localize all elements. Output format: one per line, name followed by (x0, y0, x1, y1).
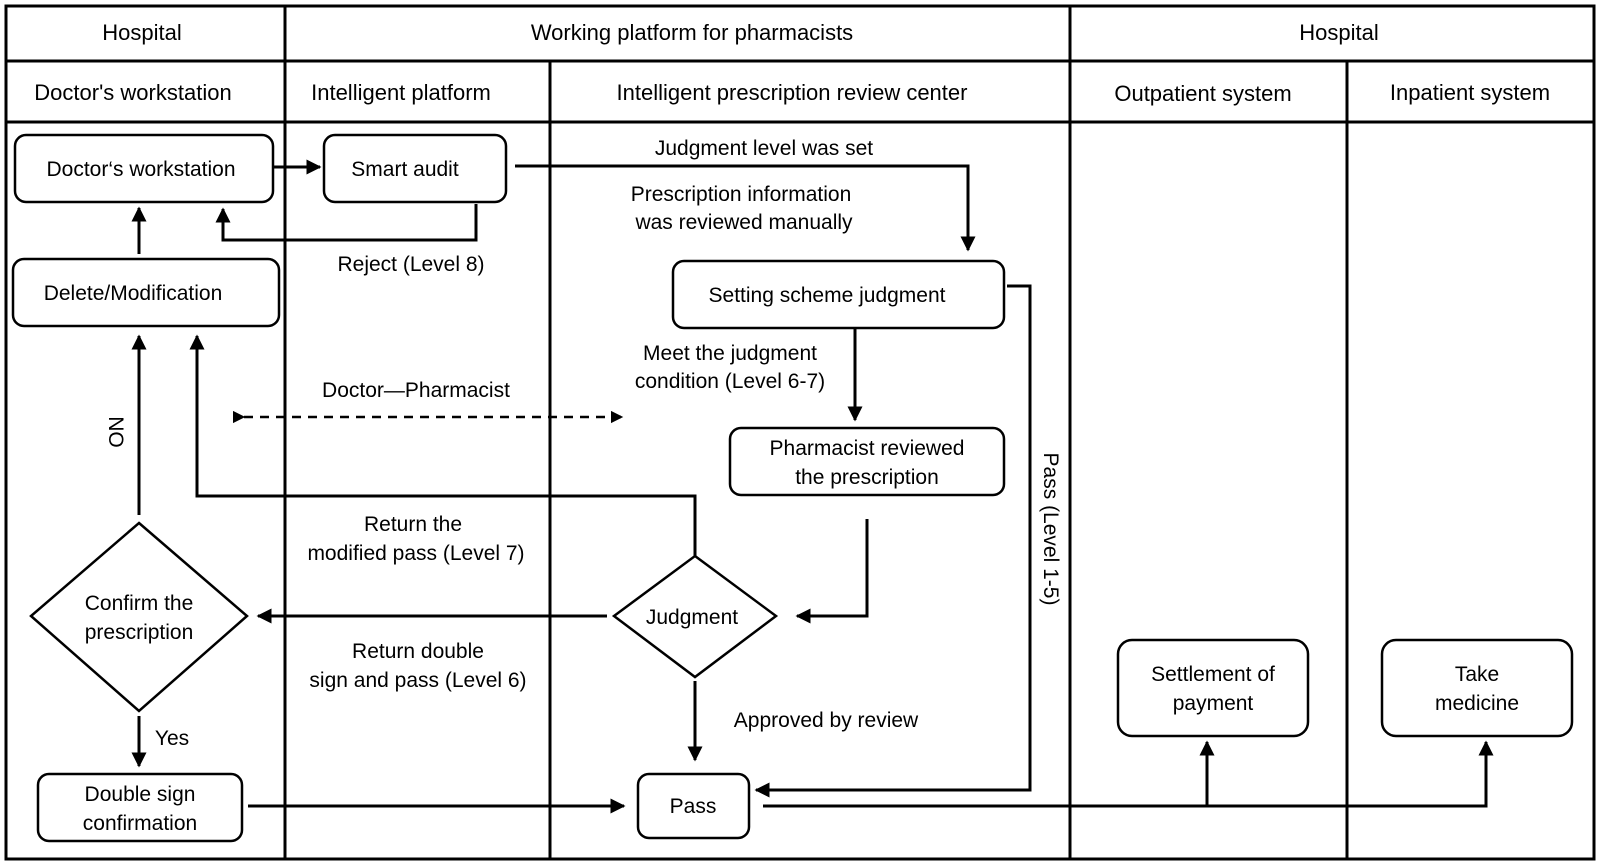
node-settlement-of-payment: Settlement of payment (1116, 638, 1310, 738)
svg-text:medicine: medicine (1435, 692, 1519, 715)
node-setting-scheme-judgment: Setting scheme judgment (671, 259, 1006, 330)
lane-header-hospital-left: Hospital (102, 20, 181, 45)
svg-text:Delete/Modification: Delete/Modification (44, 282, 223, 305)
node-doctor-workstation: Doctor‘s workstation (13, 133, 275, 204)
node-double-sign-confirmation: Double sign confirmation (36, 772, 244, 843)
node-judgment: Judgment (611, 554, 779, 679)
label-return-modified-line1: Return the (364, 513, 462, 536)
svg-text:Smart audit: Smart audit (351, 158, 459, 181)
lane-header-pharmacist-platform: Working platform for pharmacists (531, 20, 853, 45)
sublane-header-doctor-workstation: Doctor's workstation (34, 80, 231, 105)
svg-text:Take: Take (1455, 663, 1499, 686)
svg-text:Setting scheme judgment: Setting scheme judgment (709, 284, 946, 307)
svg-text:payment: payment (1173, 692, 1254, 715)
swimlane-frame (4, 4, 1596, 861)
svg-text:Pharmacist reviewed: Pharmacist reviewed (770, 437, 965, 460)
svg-text:confirmation: confirmation (83, 812, 197, 835)
edge-audit-to-scheme (515, 164, 976, 252)
node-pharmacist-reviewed: Pharmacist reviewed the prescription (728, 426, 1006, 497)
connectors (131, 159, 1494, 814)
svg-text:Confirm the: Confirm the (85, 592, 194, 615)
label-no: NO (104, 416, 127, 448)
edge-reject-to-doctor (215, 204, 478, 242)
label-yes: Yes (155, 727, 189, 750)
label-meet-condition-line1: Meet the judgment (643, 342, 817, 365)
label-judgment-level-set: Judgment level was set (655, 137, 873, 160)
node-delete-modification: Delete/Modification (11, 257, 281, 328)
sublane-header-outpatient-system: Outpatient system (1114, 81, 1291, 106)
svg-text:Double sign: Double sign (85, 783, 196, 806)
label-prescription-info-line1: Prescription information (631, 183, 852, 206)
label-return-modified-line2: modified pass (Level 7) (307, 542, 524, 565)
label-meet-condition-line2: condition (Level 6-7) (635, 370, 825, 393)
svg-text:Judgment: Judgment (646, 606, 738, 629)
edge-pass-to-take-medicine (763, 740, 1494, 808)
sublane-header-review-center: Intelligent prescription review center (617, 80, 968, 105)
svg-text:prescription: prescription (85, 621, 194, 644)
sublane-header-inpatient-system: Inpatient system (1390, 80, 1550, 105)
node-confirm-prescription: Confirm the prescription (29, 521, 249, 713)
label-doctor-pharmacist: Doctor—Pharmacist (322, 379, 510, 402)
svg-text:Settlement of: Settlement of (1151, 663, 1275, 686)
label-approved-by-review: Approved by review (734, 709, 919, 732)
label-pass-level-1-5: Pass (Level 1-5) (1039, 453, 1062, 606)
label-reject-level-8: Reject (Level 8) (337, 253, 484, 276)
svg-text:Pass: Pass (670, 795, 717, 818)
edge-scheme-pass-level (754, 284, 1032, 798)
sublane-header-intelligent-platform: Intelligent platform (311, 80, 491, 105)
svg-text:the prescription: the prescription (795, 466, 939, 489)
label-return-double-line2: sign and pass (Level 6) (309, 669, 526, 692)
edge-pharmacist-to-judgment (795, 519, 869, 624)
node-smart-audit: Smart audit (322, 133, 508, 204)
label-return-double-line1: Return double (352, 640, 484, 663)
label-prescription-info-line2: was reviewed manually (634, 211, 853, 234)
edge-judgment-to-delete (189, 334, 697, 556)
node-pass: Pass (636, 772, 751, 840)
node-take-medicine: Take medicine (1380, 638, 1574, 738)
svg-text:Doctor‘s workstation: Doctor‘s workstation (46, 158, 235, 181)
lane-header-hospital-right: Hospital (1299, 20, 1378, 45)
